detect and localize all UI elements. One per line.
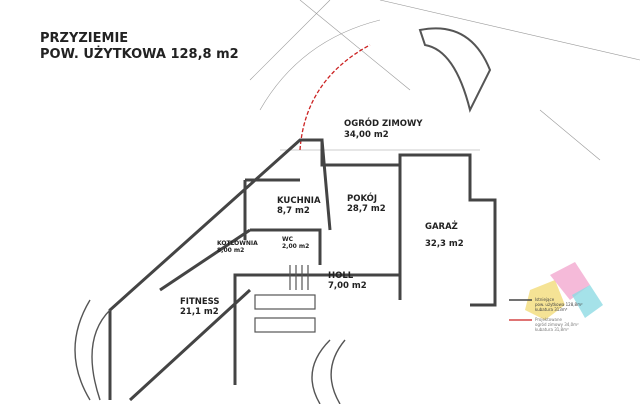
legend-cyan-blob: [572, 285, 603, 318]
legend-designed-volume: kubatura 31,8m³: [535, 327, 569, 332]
room-area-wc: 2,00 m2: [282, 243, 310, 250]
room-area-holl: 7,00 m2: [328, 281, 367, 291]
construction-lines: [249, 0, 640, 161]
legend-yellow-blob: [525, 280, 565, 320]
plan-subtitle: POW. UŻYTKOWA 128,8 m2: [40, 47, 239, 62]
curved-stairs: [74, 299, 346, 404]
winter-garden-arc: [299, 44, 371, 151]
room-name-pokoj: POKÓJ: [347, 194, 378, 204]
room-name-kotlownia: KOTLOWNIA: [217, 240, 258, 247]
room-area-fitness: 21,1 m2: [180, 307, 219, 317]
terrace-curve: [418, 27, 492, 113]
room-area-garaz: 32,3 m2: [425, 239, 464, 249]
legend-existing-area: pow. użytkowa 128,8m²: [535, 302, 583, 307]
legend-blobs: [509, 262, 603, 321]
legend-existing: Istniejące pow. użytkowa 128,8m² kubatur…: [535, 297, 583, 312]
room-area-kotlownia: 8,00 m2: [217, 247, 245, 254]
room-name-kuchnia: KUCHNIA: [277, 196, 321, 206]
room-name-fitness: FITNESS: [180, 297, 220, 307]
room-area-kuchnia: 8,7 m2: [277, 206, 310, 216]
room-name-garaz: GARAŻ: [425, 222, 458, 232]
walls: [108, 138, 497, 402]
legend-designed: Projektowane ogród zimowy 34,0m² kubatur…: [535, 317, 579, 332]
stairs: [254, 265, 316, 333]
room-name-wc: WC: [282, 236, 294, 243]
legend-existing-label: Istniejące: [535, 297, 555, 302]
legend-designed-area: ogród zimowy 34,0m²: [535, 322, 579, 327]
legend-existing-volume: kubatura 313m³: [535, 307, 568, 312]
legend-designed-label: Projektowane: [535, 317, 562, 322]
room-name-holl: HOLL: [328, 271, 354, 281]
plan-title: PRZYZIEMIE: [40, 31, 129, 46]
room-area-pokoj: 28,7 m2: [347, 204, 386, 214]
legend-pink-blob: [550, 262, 590, 300]
room-name-ogrod: OGRÓD ZIMOWY: [344, 119, 423, 129]
room-area-ogrod: 34,00 m2: [344, 130, 389, 140]
